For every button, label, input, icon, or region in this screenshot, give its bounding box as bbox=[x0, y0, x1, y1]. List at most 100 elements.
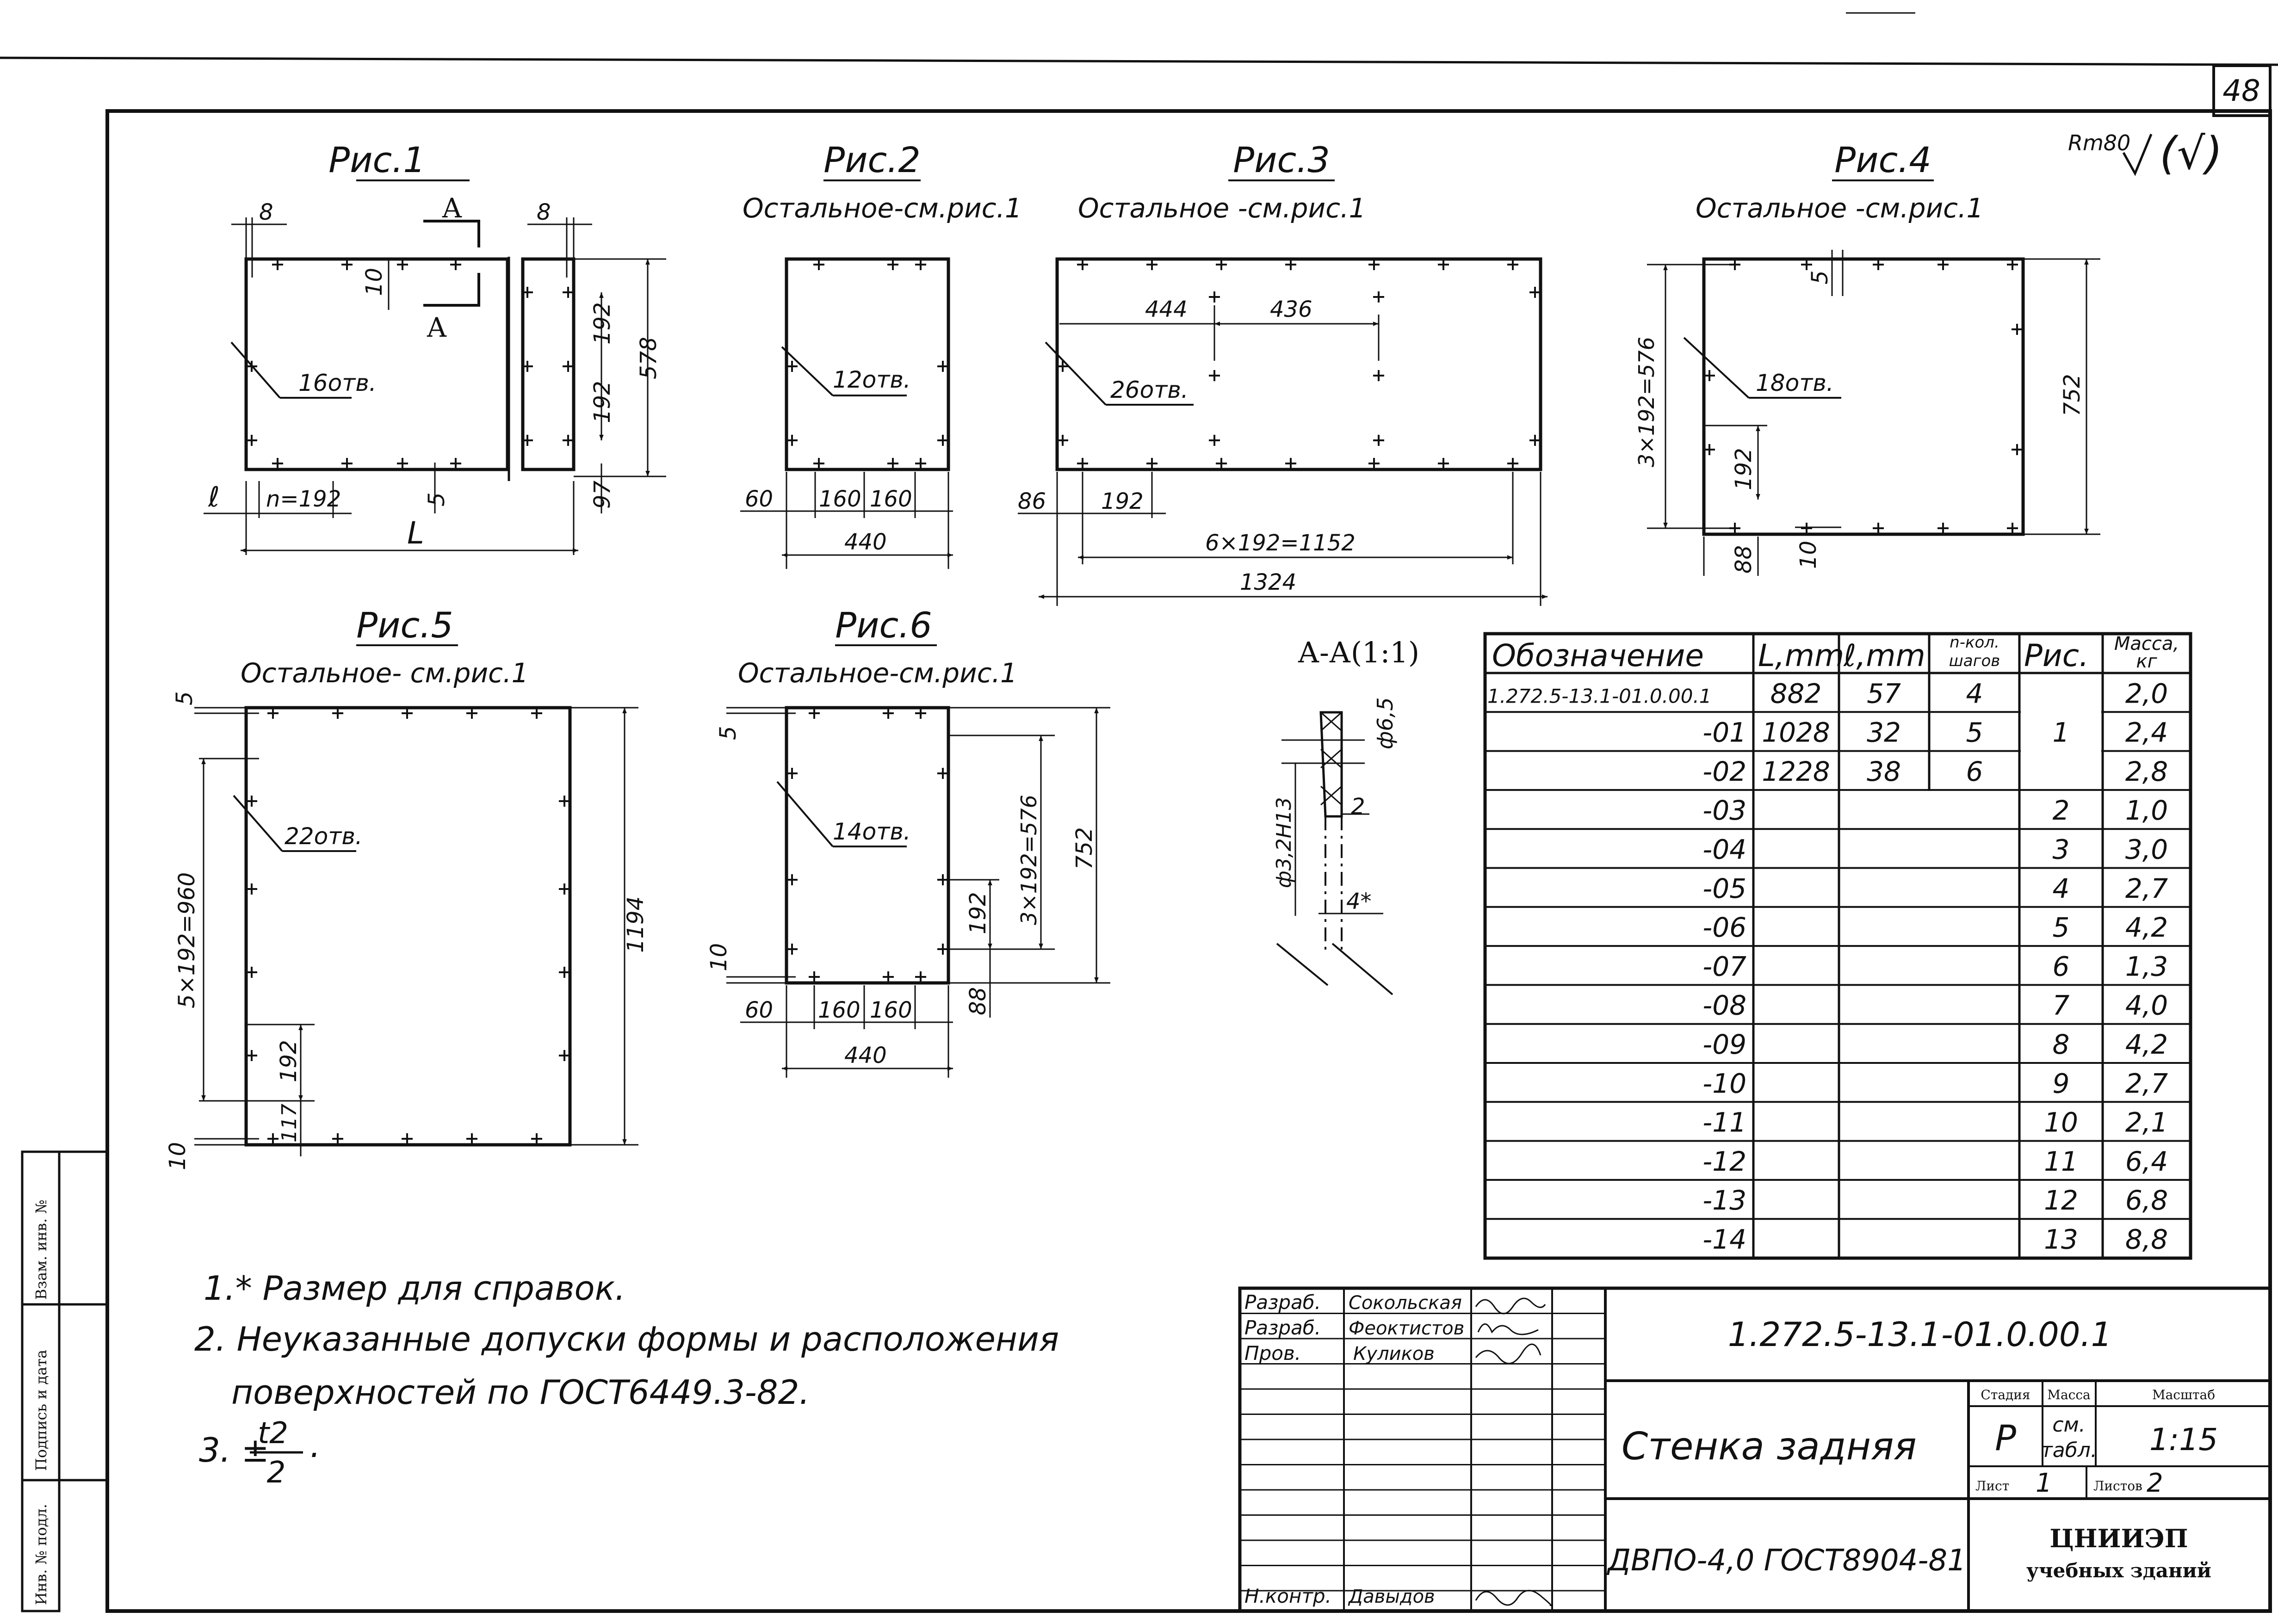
table-cell: 10 bbox=[2044, 1107, 2078, 1138]
fig1-dim-8-right: 8 bbox=[537, 199, 551, 225]
stamp-original-inv: Инв. № подл. bbox=[32, 1504, 50, 1605]
table-cell: 13 bbox=[2044, 1224, 2078, 1255]
sheet-number: 48 bbox=[2222, 74, 2260, 108]
table-cell-designation: -12 bbox=[1702, 1146, 1746, 1177]
notes: 1.* Размер для справок. 2. Неуказанные д… bbox=[194, 1269, 1059, 1490]
table-cell-designation: -03 bbox=[1702, 795, 1746, 826]
signature-marks bbox=[1475, 1297, 1552, 1606]
section-dim-4: 4* bbox=[1346, 889, 1372, 914]
title-block: Разраб. Разраб. Пров. Н.контр. Сокольска… bbox=[1238, 1286, 2272, 1613]
fig2-dim-440: 440 bbox=[844, 529, 887, 555]
tb-mass: см. bbox=[2052, 1413, 2085, 1437]
tb-sheets: 2 bbox=[2147, 1468, 2163, 1498]
table-cell: 6,8 bbox=[2125, 1185, 2168, 1216]
th-designation: Обозначение bbox=[1492, 638, 1704, 673]
fig5-holes: 22отв. bbox=[285, 823, 363, 850]
tb-name-1: Сокольская bbox=[1349, 1292, 1462, 1314]
tb-name-4: Давыдов bbox=[1348, 1586, 1435, 1607]
table-cell: 9 bbox=[2053, 1068, 2070, 1099]
table-cell: 12 bbox=[2044, 1185, 2078, 1216]
spec-table: Обозначение L,mm ℓ,mm n-кол. шагов Рис. … bbox=[1483, 632, 2192, 1260]
tb-stage: Р bbox=[1995, 1417, 2016, 1458]
section-title: А-А(1:1) bbox=[1298, 636, 1419, 669]
note-3-numerator: t2 bbox=[258, 1416, 288, 1451]
fig4-dim-192: 192 bbox=[1731, 448, 1757, 490]
table-cell: 5 bbox=[2053, 912, 2070, 943]
fig3-dim-192: 192 bbox=[1101, 488, 1144, 514]
fig3-subtitle: Остальное -см.рис.1 bbox=[1078, 192, 1366, 224]
fig1-dim-n: n=192 bbox=[266, 486, 341, 512]
table-cell: 38 bbox=[1867, 756, 1901, 787]
table-cell: 4,2 bbox=[2125, 912, 2168, 943]
table-cell-designation: 1.272.5-13.1-01.0.00.1 bbox=[1487, 685, 1712, 707]
tb-stage-label: Стадия bbox=[1981, 1387, 2030, 1402]
fig3-dim-444: 444 bbox=[1145, 296, 1188, 322]
fig1-title: Рис.1 bbox=[328, 139, 426, 180]
table-cell-designation: -02 bbox=[1702, 756, 1746, 787]
fig2-dim-160-b: 160 bbox=[870, 486, 912, 512]
table-cell-designation: -08 bbox=[1702, 990, 1746, 1021]
fig6-holes: 14отв. bbox=[833, 818, 911, 845]
th-width: ℓ,mm bbox=[1843, 638, 1925, 673]
table-cell-designation: -13 bbox=[1702, 1185, 1746, 1216]
tb-scale-label: Масштаб bbox=[2152, 1387, 2215, 1402]
fig4-subtitle: Остальное -см.рис.1 bbox=[1696, 192, 1983, 224]
fig2-holes: 12отв. bbox=[833, 366, 911, 393]
table-cell: 6 bbox=[2053, 951, 2070, 982]
th-length: L,mm bbox=[1758, 638, 1844, 673]
table-cell: 7 bbox=[2053, 990, 2070, 1021]
fig6-dim-752: 752 bbox=[1071, 827, 1097, 870]
th-steps: n-кол. bbox=[1950, 633, 1999, 652]
table-cell: 1,0 bbox=[2125, 795, 2168, 826]
tb-sheet-label: Лист bbox=[1975, 1478, 2009, 1494]
tb-name-2: Феоктистов bbox=[1349, 1318, 1464, 1339]
table-cell-designation: -05 bbox=[1702, 873, 1746, 904]
table-cell: 6 bbox=[1966, 756, 1983, 787]
note-3-denominator: 2 bbox=[267, 1456, 286, 1490]
th-steps-2: шагов bbox=[1949, 652, 2000, 670]
table-cell: 1028 bbox=[1762, 717, 1830, 748]
note-2: 2. Неуказанные допуски формы и расположе… bbox=[194, 1320, 1059, 1358]
th-mass-2: кг bbox=[2136, 651, 2157, 672]
table-cell: 4,2 bbox=[2125, 1029, 2168, 1060]
section-a-a: А-А(1:1) ф6,5 ф3,2Н13 2 4* bbox=[1272, 636, 1419, 995]
table-cell: 882 bbox=[1770, 678, 1822, 709]
fig6-dim-60: 60 bbox=[745, 997, 773, 1023]
fig1-dim-8-left: 8 bbox=[259, 199, 273, 225]
table-cell: 2,0 bbox=[2125, 678, 2168, 709]
fig1-dim-5: 5 bbox=[424, 492, 450, 506]
table-cell: 4 bbox=[1966, 678, 1983, 709]
table-cell-designation: -04 bbox=[1702, 834, 1746, 865]
stamp-signature-date: Подпись и дата bbox=[32, 1350, 50, 1471]
table-cell: 4 bbox=[2053, 873, 2070, 904]
tb-sheet: 1 bbox=[2036, 1468, 2052, 1498]
fig1-dim-192-top: 192 bbox=[589, 302, 615, 345]
fig1-dim-578: 578 bbox=[636, 337, 662, 379]
fig5-title: Рис.5 bbox=[356, 605, 453, 646]
fig4-dim-576: 3×192=576 bbox=[1634, 337, 1659, 467]
fig5-dim-10: 10 bbox=[165, 1142, 191, 1170]
fig2-subtitle: Остальное-см.рис.1 bbox=[743, 192, 1022, 224]
fig2-dim-60: 60 bbox=[745, 486, 773, 512]
figure-6: Рис.6 Остальное-см.рис.1 14отв. bbox=[706, 605, 1110, 1078]
table-cell-designation: -10 bbox=[1702, 1068, 1746, 1099]
stamp-replaced-inv: Взам. инв. № bbox=[32, 1199, 50, 1300]
fig6-dim-88: 88 bbox=[965, 987, 991, 1015]
fig5-dim-192: 192 bbox=[276, 1040, 302, 1082]
table-cell: 1 bbox=[2053, 717, 2070, 748]
fig5-dim-960: 5×192=960 bbox=[174, 872, 200, 1008]
note-3: 3. ± bbox=[199, 1431, 269, 1470]
table-cell-designation: -07 bbox=[1702, 951, 1746, 982]
fig5-dim-5: 5 bbox=[172, 691, 198, 705]
tb-name-3: Куликов bbox=[1353, 1343, 1435, 1365]
table-cell: 8,8 bbox=[2125, 1224, 2168, 1255]
table-cell: 8 bbox=[2053, 1029, 2070, 1060]
figure-3: Рис.3 Остальное -см.рис.1 444 436 26отв. bbox=[1018, 139, 1548, 606]
table-cell: 2,1 bbox=[2125, 1107, 2168, 1138]
table-cell: 2,4 bbox=[2125, 717, 2168, 748]
table-cell: 5 bbox=[1966, 717, 1983, 748]
table-cell-designation: -11 bbox=[1702, 1107, 1746, 1138]
fig3-dim-436: 436 bbox=[1270, 296, 1312, 322]
figure-5: Рис.5 Остальное- см.рис.1 22отв. 5 5×19 bbox=[165, 605, 649, 1170]
fig1-holes: 16отв. bbox=[298, 370, 377, 396]
